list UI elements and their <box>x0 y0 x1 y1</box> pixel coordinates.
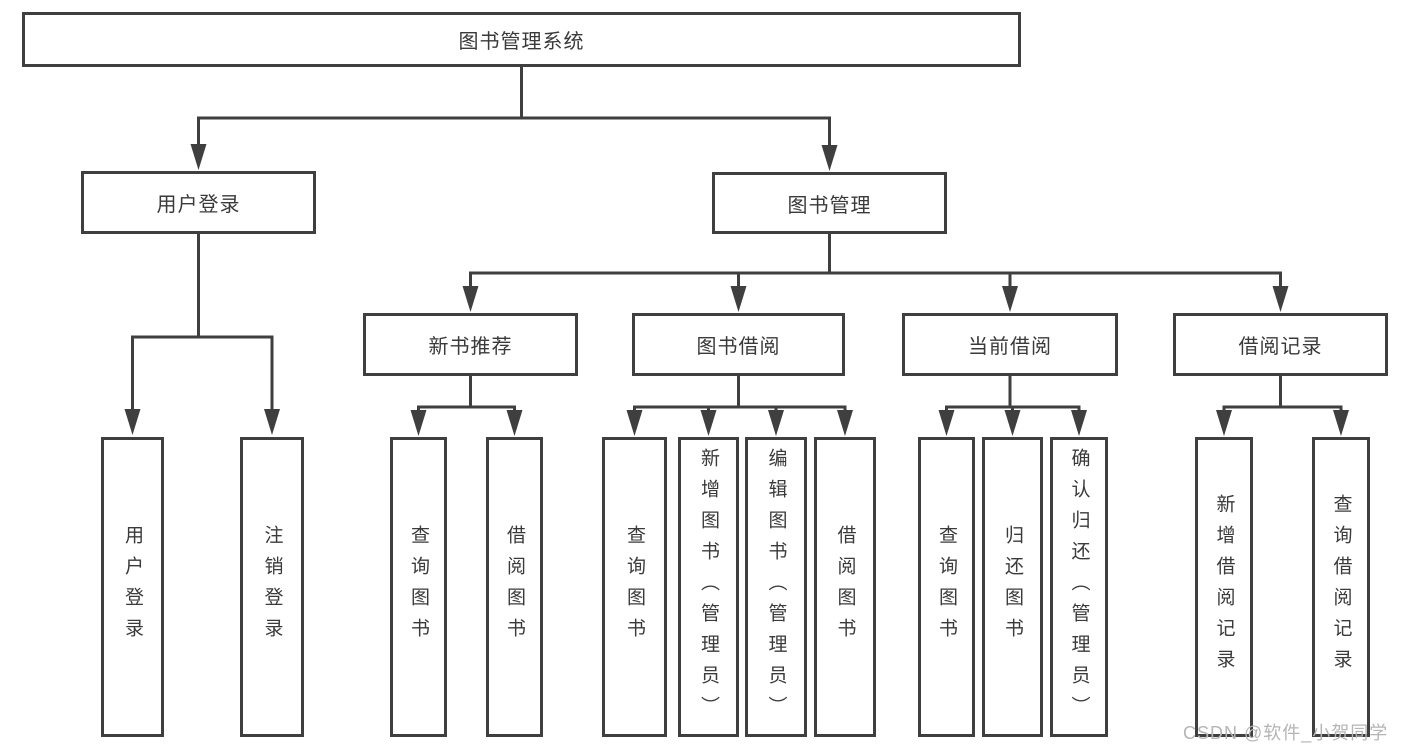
leaf-label: 归还图书 <box>1002 525 1023 649</box>
node-root-system: 图书管理系统 <box>22 12 1021 67</box>
node-user-login-label: 用户登录 <box>156 194 241 216</box>
branch-borrow-records <box>1222 376 1343 412</box>
node-book-management: 图书管理 <box>712 172 947 234</box>
branch-book-borrow <box>633 376 847 412</box>
leaf-add-borrow-record: 新增借阅记录 <box>1195 437 1253 737</box>
leaf-add-books-admin: 新增图书（管理员） <box>678 437 739 737</box>
node-new-book-recommend: 新书推荐 <box>363 313 578 376</box>
leaf-label: 借阅图书 <box>834 525 856 649</box>
leaf-query-books-3: 查询图书 <box>918 437 975 737</box>
branch-user-login-arrows <box>124 409 280 435</box>
leaf-label: 新增图书（管理员） <box>698 447 719 727</box>
leaf-label: 新增借阅记录 <box>1213 494 1235 680</box>
leaf-label: 借阅图书 <box>504 525 525 649</box>
leaf-confirm-return-admin: 确认归还（管理员） <box>1050 437 1108 737</box>
leaf-query-books-1: 查询图书 <box>390 437 447 737</box>
csdn-watermark: CSDN @软件_小贺同学 <box>1183 723 1389 743</box>
node-current-borrow: 当前借阅 <box>902 313 1118 376</box>
leaf-label: 编辑图书（管理员） <box>765 447 787 727</box>
branch-book-borrow-arrows <box>626 410 853 436</box>
node-user-login: 用户登录 <box>81 171 316 234</box>
leaf-label: 确认归还（管理员） <box>1068 447 1090 727</box>
branch-root-arrows <box>190 144 838 171</box>
branch-current-borrow-arrows <box>938 410 1087 436</box>
leaf-query-borrow-record: 查询借阅记录 <box>1312 437 1370 737</box>
leaf-query-books-2: 查询图书 <box>602 437 667 737</box>
branch-book-management <box>469 234 1282 288</box>
leaf-borrow-books-2: 借阅图书 <box>814 437 876 737</box>
node-borrow-records-label: 借阅记录 <box>1238 336 1323 358</box>
leaf-edit-books-admin: 编辑图书（管理员） <box>745 437 807 737</box>
leaf-label: 注销登录 <box>261 525 283 649</box>
branch-new-book <box>417 376 516 412</box>
leaf-logout: 注销登录 <box>240 437 304 737</box>
leaf-return-books: 归还图书 <box>982 437 1043 737</box>
leaf-label: 用户登录 <box>122 525 143 649</box>
node-book-borrow: 图书借阅 <box>632 313 845 376</box>
branch-user-login <box>131 234 274 412</box>
node-book-management-label: 图书管理 <box>787 194 872 217</box>
leaf-label: 查询图书 <box>936 525 957 649</box>
branch-root <box>197 67 831 148</box>
branch-current-borrow <box>945 376 1081 412</box>
node-current-borrow-label: 当前借阅 <box>968 336 1052 358</box>
node-root-label: 图书管理系统 <box>458 31 585 53</box>
node-new-book-recommend-label: 新书推荐 <box>428 336 513 358</box>
branch-borrow-records-arrows <box>1216 410 1349 436</box>
node-borrow-records: 借阅记录 <box>1173 313 1388 376</box>
leaf-borrow-books-1: 借阅图书 <box>486 437 543 737</box>
leaf-user-login: 用户登录 <box>101 437 164 737</box>
leaf-label: 查询图书 <box>624 525 645 649</box>
leaf-label: 查询图书 <box>408 525 429 649</box>
branch-book-management-arrows <box>462 286 1289 312</box>
branch-new-book-arrows <box>410 410 523 436</box>
node-book-borrow-label: 图书借阅 <box>696 336 781 358</box>
leaf-label: 查询借阅记录 <box>1330 494 1352 680</box>
